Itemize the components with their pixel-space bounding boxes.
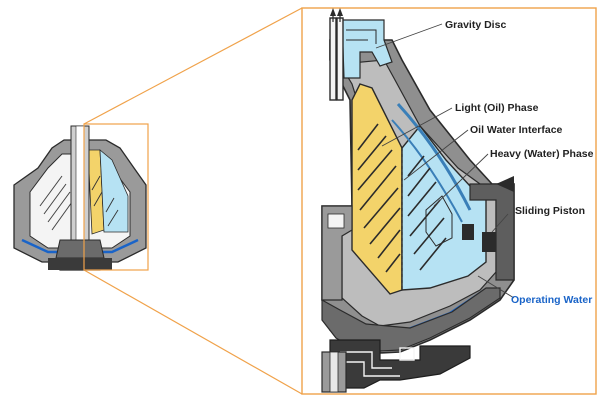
label-oil-water-interface: Oil Water Interface — [470, 124, 563, 136]
label-gravity-disc: Gravity Disc — [445, 19, 506, 31]
label-sliding-piston: Sliding Piston — [515, 205, 585, 217]
overview-zoom-frame — [83, 123, 149, 271]
leader-lines — [375, 23, 515, 299]
sliding-piston — [462, 176, 515, 281]
label-operating-water: Operating Water — [511, 294, 592, 306]
label-light-oil-phase: Light (Oil) Phase — [455, 102, 539, 114]
zoom-connector — [83, 7, 303, 395]
detail-separator — [321, 8, 515, 393]
disc-stack-oil — [357, 123, 401, 273]
outlet-arrows — [330, 8, 343, 16]
label-heavy-water-phase: Heavy (Water) Phase — [490, 148, 594, 160]
overview-separator — [13, 125, 147, 271]
